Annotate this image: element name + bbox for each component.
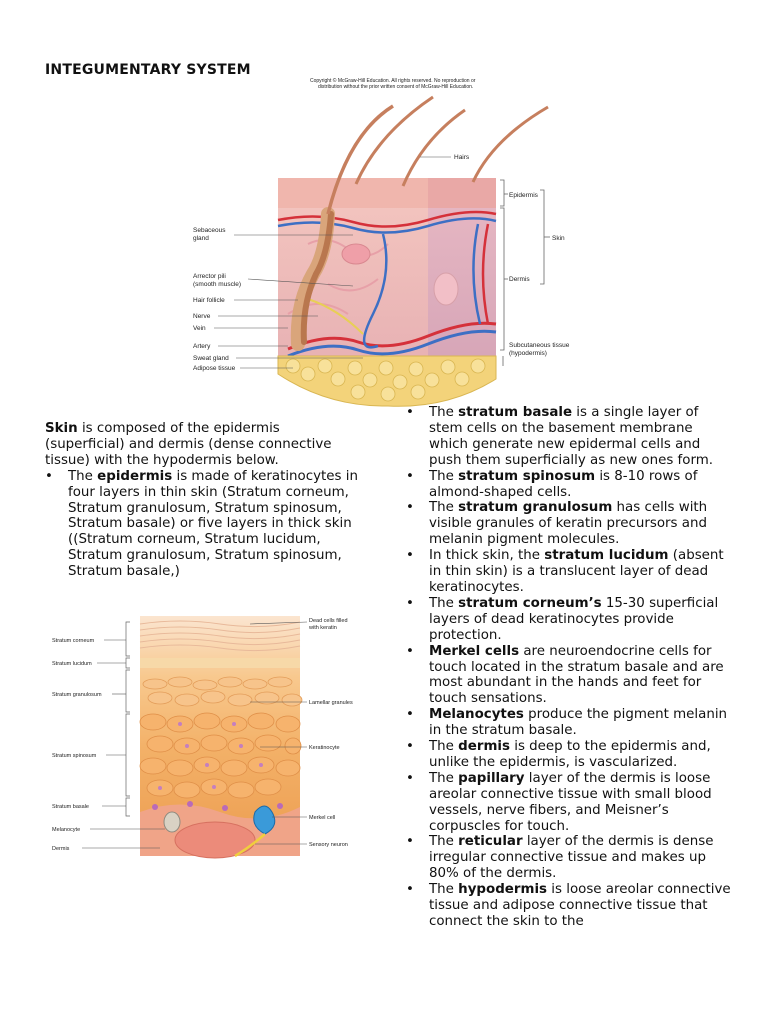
- list-item: The stratum spinosum is 8-10 rows of alm…: [406, 469, 731, 501]
- hair-shaft-4: [471, 105, 549, 183]
- skin-structure-figure: Copyright © McGraw-Hill Education. All r…: [193, 77, 570, 407]
- nerve-fiber: [307, 298, 364, 335]
- label-spinosum: Stratum spinosum: [52, 753, 97, 759]
- vein-vessel: [277, 217, 497, 234]
- left-bullet-list: The epidermis is made of keratinocytes i…: [45, 469, 363, 580]
- list-item: The epidermis is made of keratinocytes i…: [45, 469, 363, 580]
- adipose-tissue: [277, 355, 497, 407]
- copyright-line-1: Copyright © McGraw-Hill Education. All r…: [310, 77, 476, 84]
- list-item: The hypodermis is loose areolar connecti…: [406, 882, 731, 930]
- hair-shaft-2: [354, 95, 434, 185]
- epidermis-layers-figure: Stratum corneum Stratum lucidum Stratum …: [52, 616, 353, 859]
- label-sensory: Sensory neuron: [309, 842, 348, 848]
- label-hair-follicle: Hair follicle: [193, 297, 225, 304]
- label-vein: Vein: [193, 325, 206, 332]
- label-dermis: Dermis: [509, 276, 530, 283]
- left-text-column: Skin is composed of the epidermis (super…: [45, 421, 363, 580]
- label-dead-cells-1: Dead cells filled: [309, 618, 348, 624]
- label-melanocyte: Melanocyte: [52, 827, 80, 833]
- label-lamellar: Lamellar granules: [309, 700, 353, 706]
- list-item: The dermis is deep to the epidermis and,…: [406, 739, 731, 771]
- label-arrector-1: Arrector pili: [193, 273, 226, 280]
- list-item: The stratum granulosum has cells with vi…: [406, 500, 731, 548]
- list-item: The stratum basale is a single layer of …: [406, 405, 731, 469]
- merkel-cell: [253, 805, 276, 835]
- copyright-line-2: distribution without the prior written c…: [318, 84, 473, 90]
- label-basale: Stratum basale: [52, 804, 89, 810]
- hair-shaft-1: [326, 104, 394, 215]
- label-sebaceous-1: Sebaceous: [193, 227, 226, 234]
- label-skin: Skin: [552, 235, 565, 242]
- label-nerve: Nerve: [193, 313, 211, 320]
- skin-intro-paragraph: Skin is composed of the epidermis (super…: [45, 421, 332, 468]
- melanocyte-cell: [163, 811, 181, 833]
- page-title: INTEGUMENTARY SYSTEM: [45, 62, 251, 78]
- right-text-column: The stratum basale is a single layer of …: [406, 405, 731, 930]
- label-subcutaneous-1: Subcutaneous tissue: [509, 342, 570, 349]
- label-sweat-gland: Sweat gland: [193, 355, 229, 362]
- label-lucidum: Stratum lucidum: [52, 661, 92, 667]
- label-hairs: Hairs: [454, 154, 470, 161]
- list-item: Merkel cells are neuroendocrine cells fo…: [406, 644, 731, 708]
- right-bullet-list: The stratum basale is a single layer of …: [406, 405, 731, 930]
- label-arrector-2: (smooth muscle): [193, 281, 241, 288]
- list-item: In thick skin, the stratum lucidum (abse…: [406, 548, 731, 596]
- label-subcutaneous-2: (hypodermis): [509, 350, 547, 357]
- sebaceous-gland: [341, 243, 371, 265]
- label-corneum: Stratum corneum: [52, 638, 95, 644]
- label-sebaceous-2: gland: [193, 235, 209, 242]
- label-merkel: Merkel cell: [309, 815, 335, 821]
- list-item: The reticular layer of the dermis is den…: [406, 834, 731, 882]
- sensory-neuron: [234, 833, 266, 858]
- label-adipose: Adipose tissue: [193, 365, 236, 372]
- label-granulosum: Stratum granulosum: [52, 692, 102, 698]
- label-dermis-2: Dermis: [52, 846, 70, 852]
- label-keratinocyte: Keratinocyte: [309, 745, 340, 751]
- hair-shaft-3: [401, 108, 466, 187]
- artery-vessel: [277, 210, 497, 228]
- list-item: The papillary layer of the dermis is loo…: [406, 771, 731, 835]
- label-artery: Artery: [193, 343, 211, 350]
- list-item: The stratum corneum’s 15-30 superficial …: [406, 596, 731, 644]
- list-item: Melanocytes produce the pigment melanin …: [406, 707, 731, 739]
- stratum-lucidum-band: [140, 658, 300, 668]
- label-dead-cells-2: with keratin: [308, 625, 337, 631]
- label-epidermis: Epidermis: [509, 192, 539, 199]
